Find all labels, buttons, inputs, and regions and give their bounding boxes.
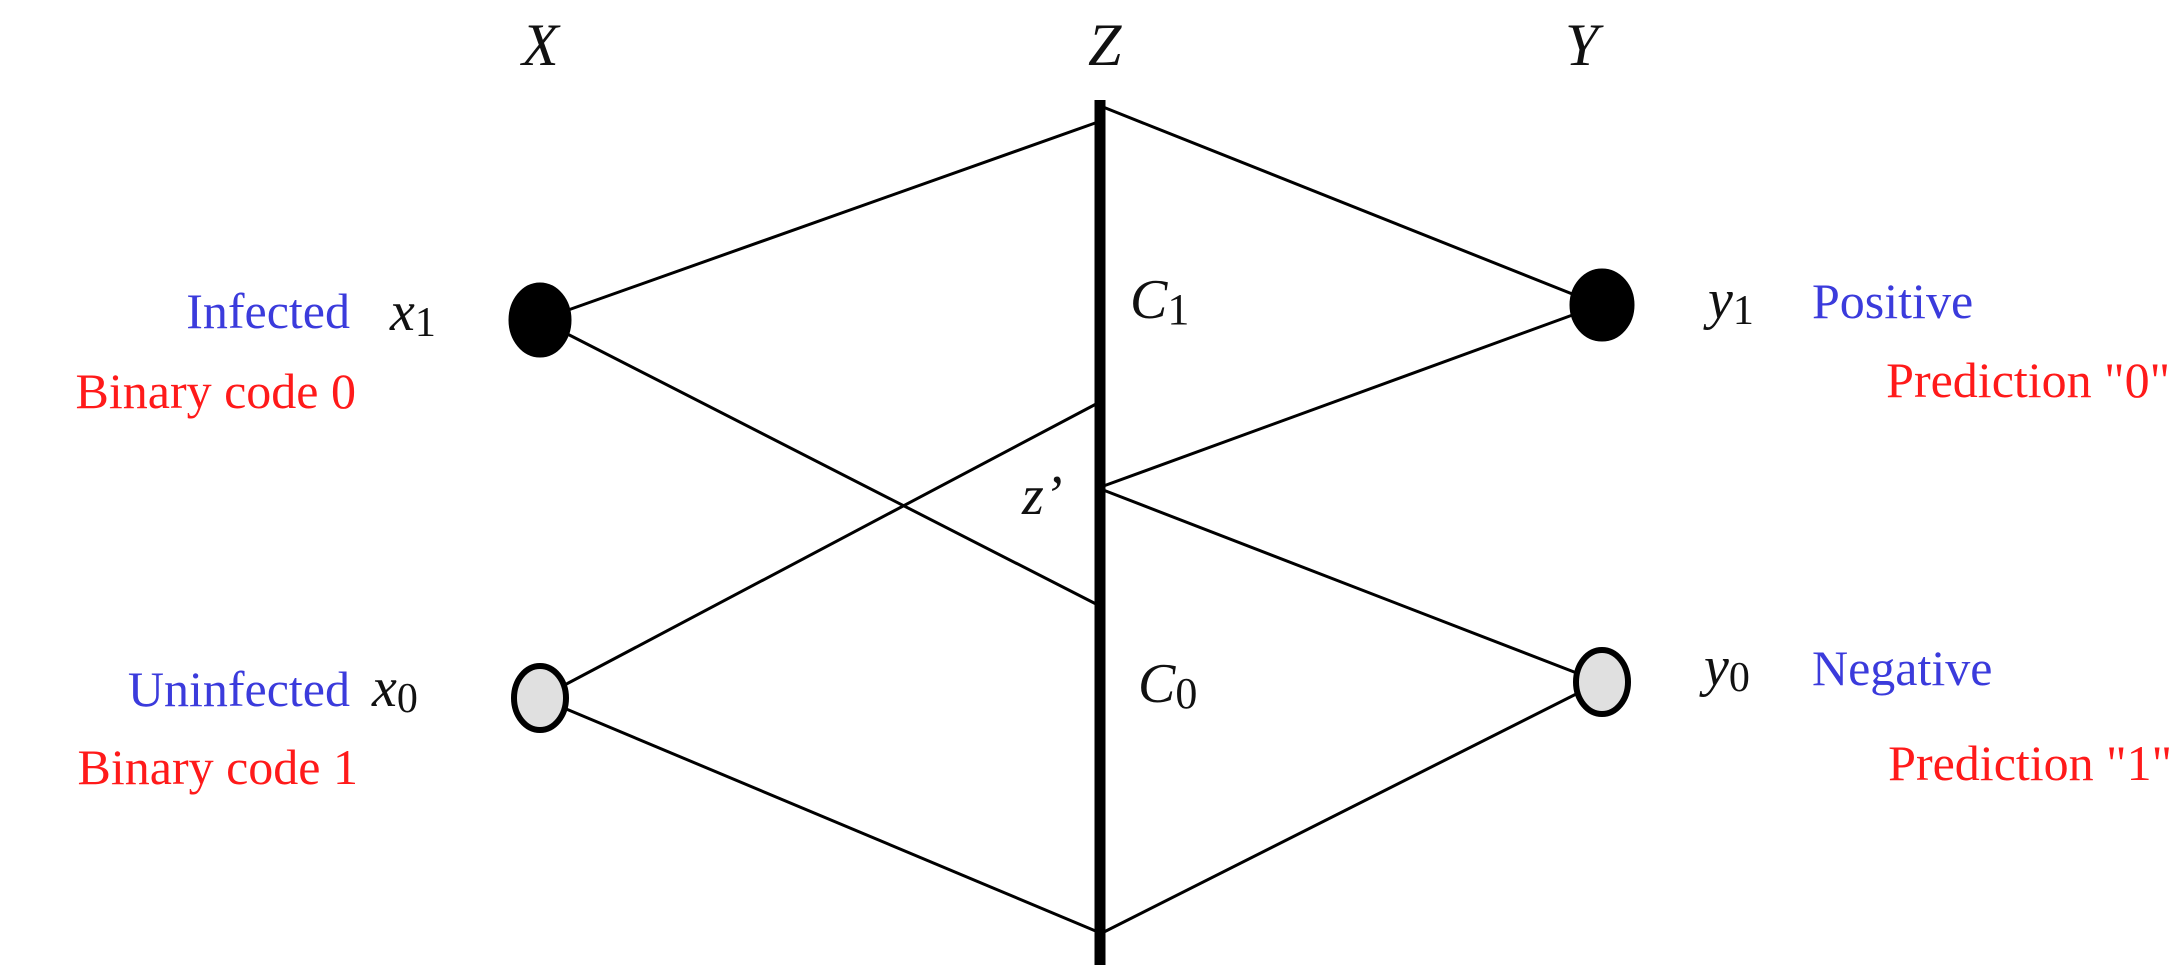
label-x0: x0 bbox=[371, 657, 418, 722]
line-x0-to-z-bottom bbox=[539, 696, 1099, 934]
label-y1-subscript: 1 bbox=[1733, 288, 1754, 334]
label-c0-symbol: C bbox=[1138, 653, 1176, 715]
label-x1-subscript: 1 bbox=[415, 300, 436, 346]
node-y0 bbox=[1573, 647, 1631, 717]
code-infected: Binary code 0 bbox=[76, 363, 356, 419]
prediction-positive: Prediction "0" bbox=[1886, 352, 2170, 408]
code-uninfected: Binary code 1 bbox=[78, 739, 358, 795]
line-zprime-to-y1 bbox=[1097, 303, 1601, 490]
label-y0: y0 bbox=[1699, 636, 1750, 701]
label-c0-subscript: 0 bbox=[1175, 669, 1197, 718]
label-x1: x1 bbox=[389, 281, 436, 346]
line-x0-to-c1-bottom bbox=[539, 401, 1099, 700]
node-x1 bbox=[508, 282, 572, 358]
line-x1-to-z-top bbox=[539, 120, 1099, 322]
header-y: Y bbox=[1565, 12, 1604, 78]
line-z-top-to-y1 bbox=[1097, 103, 1601, 307]
connector-lines bbox=[539, 103, 1601, 937]
label-y0-subscript: 0 bbox=[1729, 655, 1750, 701]
state-uninfected: Uninfected bbox=[128, 661, 350, 717]
line-zprime-to-y0 bbox=[1097, 486, 1601, 684]
state-negative: Negative bbox=[1812, 640, 1992, 696]
state-positive: Positive bbox=[1812, 273, 1973, 329]
label-y1-symbol: y bbox=[1703, 269, 1733, 331]
label-y1: y1 bbox=[1703, 269, 1754, 334]
label-c1-symbol: C bbox=[1130, 269, 1168, 331]
state-infected: Infected bbox=[186, 283, 350, 339]
line-z-bottom-to-y0 bbox=[1097, 680, 1601, 937]
prediction-negative: Prediction "1" bbox=[1888, 735, 2172, 791]
label-x0-subscript: 0 bbox=[397, 676, 418, 722]
header-z: Z bbox=[1088, 12, 1122, 78]
node-y1 bbox=[1569, 268, 1635, 342]
label-threshold-zprime: z’ bbox=[1021, 465, 1062, 527]
line-x1-to-c0-top bbox=[539, 318, 1099, 607]
label-c0: C0 bbox=[1138, 653, 1197, 718]
label-x0-symbol: x bbox=[371, 657, 397, 719]
label-y0-symbol: y bbox=[1699, 636, 1729, 698]
label-x1-symbol: x bbox=[389, 281, 415, 343]
header-x: X bbox=[520, 12, 561, 78]
node-x0 bbox=[511, 663, 569, 733]
label-c1: C1 bbox=[1130, 269, 1189, 334]
label-c1-subscript: 1 bbox=[1167, 285, 1189, 334]
